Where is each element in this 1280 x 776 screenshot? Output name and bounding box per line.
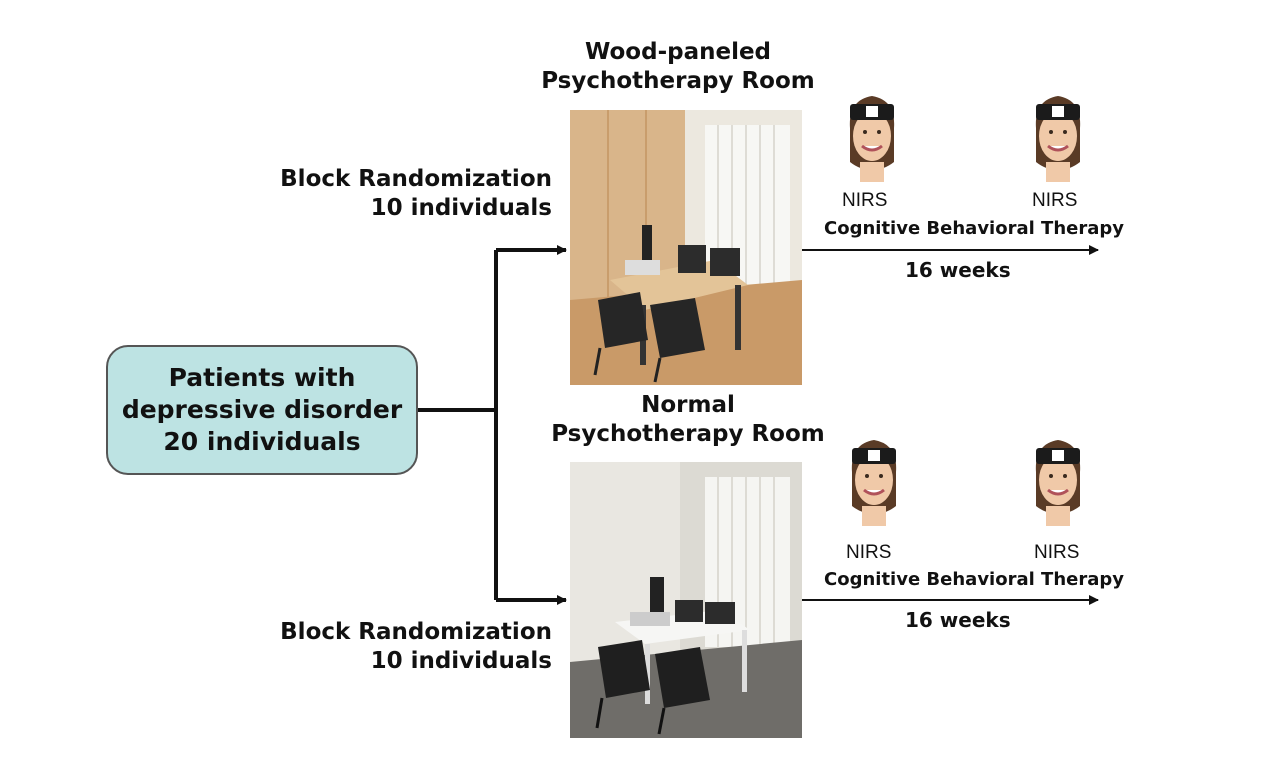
patients-line-3: 20 individuals: [163, 427, 361, 456]
upper-randomization-line-1: Block Randomization: [280, 166, 552, 192]
upper-nirs-pre-label: NIRS: [842, 190, 888, 211]
normal-room-title: Normal Psychotherapy Room: [538, 391, 838, 449]
wood-room-photo: [570, 110, 802, 385]
lower-randomization-label: Block Randomization 10 individuals: [252, 618, 552, 676]
lower-duration-label: 16 weeks: [905, 608, 1011, 632]
upper-nirs-post-label: NIRS: [1032, 190, 1078, 211]
patients-line-2: depressive disorder: [121, 395, 403, 424]
nirs-face-lower-post: [1026, 436, 1090, 526]
nirs-face-upper-pre: [840, 92, 904, 182]
lower-therapy-label: Cognitive Behavioral Therapy: [824, 569, 1124, 590]
normal-room-photo: [570, 462, 802, 738]
wood-room-title-line-1: Wood-paneled: [584, 39, 772, 65]
upper-randomization-line-2: 10 individuals: [370, 195, 552, 221]
lower-nirs-post-label: NIRS: [1034, 542, 1080, 563]
upper-randomization-label: Block Randomization 10 individuals: [252, 165, 552, 223]
upper-duration-label: 16 weeks: [905, 258, 1011, 282]
wood-room-title-line-2: Psychotherapy Room: [541, 68, 815, 94]
lower-randomization-line-2: 10 individuals: [370, 648, 552, 674]
nirs-face-lower-pre: [842, 436, 906, 526]
upper-therapy-label: Cognitive Behavioral Therapy: [824, 218, 1124, 239]
lower-nirs-pre-label: NIRS: [846, 542, 892, 563]
normal-room-title-line-1: Normal: [641, 392, 735, 418]
normal-room-title-line-2: Psychotherapy Room: [551, 421, 825, 447]
patients-line-1: Patients with: [168, 363, 356, 392]
nirs-face-upper-post: [1026, 92, 1090, 182]
patients-box: Patients with depressive disorder 20 ind…: [106, 345, 418, 475]
wood-room-title: Wood-paneled Psychotherapy Room: [528, 38, 828, 96]
lower-randomization-line-1: Block Randomization: [280, 619, 552, 645]
